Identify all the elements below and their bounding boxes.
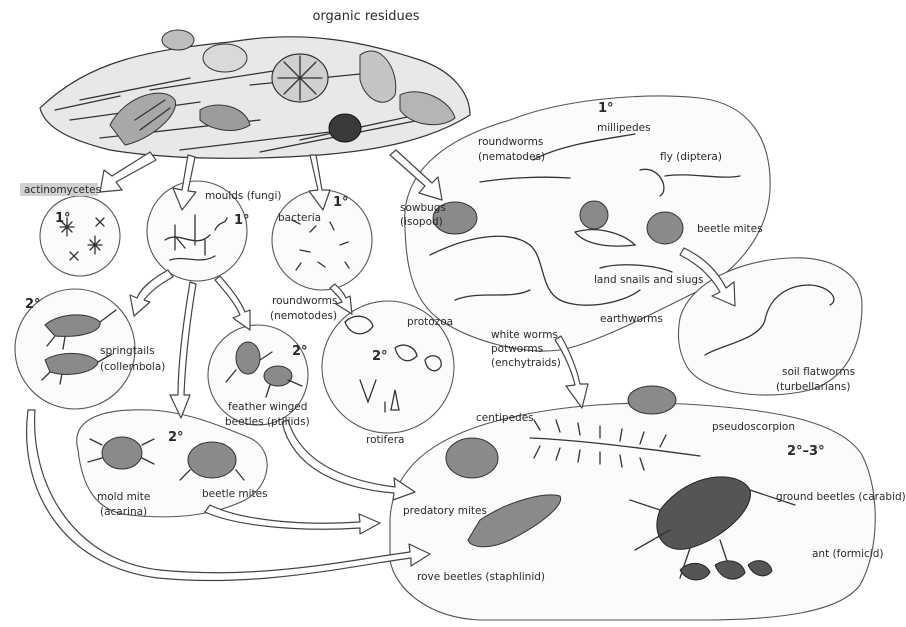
earthworms-label: earthworms (600, 313, 663, 325)
fly-label: fly (diptera) (660, 151, 722, 163)
arrow-moulds-feather-winged (215, 276, 250, 330)
mold-mite-label-line2: (acarina) (100, 506, 147, 518)
moulds-level: 1° (234, 213, 250, 228)
bacteria-label: bacteria (278, 212, 321, 224)
flatworms-label-line2: (turbellarians) (776, 381, 850, 393)
bacteria-level: 1° (333, 195, 349, 210)
roundworms-label-line1: roundworms (478, 136, 543, 148)
arrow-moulds-springtails (130, 270, 173, 316)
actinomycetes-bubble (40, 196, 120, 276)
white-worms-label-line2: potworms (491, 343, 543, 355)
predatory-mites-label: predatory mites (403, 505, 487, 517)
primary-group-level: 1° (598, 101, 614, 116)
rove-beetles-label: rove beetles (staphlinid) (417, 571, 545, 583)
white-worms-label-line1: white worms (491, 329, 558, 341)
roundworms-label-line2: (nematodes) (478, 151, 545, 163)
arrow-residue-actinomycetes (100, 152, 156, 192)
arrow-mites-predators (205, 505, 380, 534)
moulds-label: moulds (fungi) (205, 190, 281, 202)
organic-residues-title: organic residues (312, 9, 419, 24)
flatworms-label-line1: soil flatworms (782, 366, 855, 378)
white-worms-label-line3: (enchytraids) (491, 357, 561, 369)
bubbles (15, 96, 875, 620)
feather-winged-label-line1: feather winged (228, 401, 307, 413)
pseudoscorpion-label: pseudoscorpion (712, 421, 795, 433)
actinomycetes-label: actinomycetes (24, 184, 101, 196)
springtails-label-line1: springtails (100, 345, 155, 357)
snails-label: land snails and slugs (594, 274, 703, 286)
springtails-level: 2° (25, 297, 41, 312)
predators-level: 2°–3° (787, 444, 825, 459)
sowbugs-label-line2: (isopod) (400, 216, 443, 228)
roundworms-2-label-line1: roundworms (272, 295, 337, 307)
mites-level: 2° (168, 430, 184, 445)
springtails-label-line2: (collembola) (100, 361, 165, 373)
arrow-moulds-mites (170, 282, 196, 418)
ant-label: ant (formicid) (812, 548, 884, 560)
beetle-mites-label: beetle mites (697, 223, 763, 235)
sowbugs-label-line1: sowbugs (400, 202, 446, 214)
roundworms-2-label-line2: (nemotodes) (270, 310, 337, 322)
centipedes-label: centipedes (476, 412, 534, 424)
protozoa-label: protozoa (407, 316, 453, 328)
mold-mite-label-line1: mold mite (97, 491, 150, 503)
feather-winged-level: 2° (292, 344, 308, 359)
feather-winged-label-line2: beetles (ptiliids) (225, 416, 310, 428)
rotifera-label: rotifera (366, 434, 404, 446)
beetle-mites-2-label: beetle mites (202, 488, 268, 500)
ground-beetles-label: ground beetles (carabid) (776, 491, 906, 503)
organic-residues-illustration (40, 30, 470, 158)
actinomycetes-level: 1° (55, 211, 71, 226)
protozoa-level: 2° (372, 349, 388, 364)
millipedes-label: millipedes (597, 122, 651, 134)
